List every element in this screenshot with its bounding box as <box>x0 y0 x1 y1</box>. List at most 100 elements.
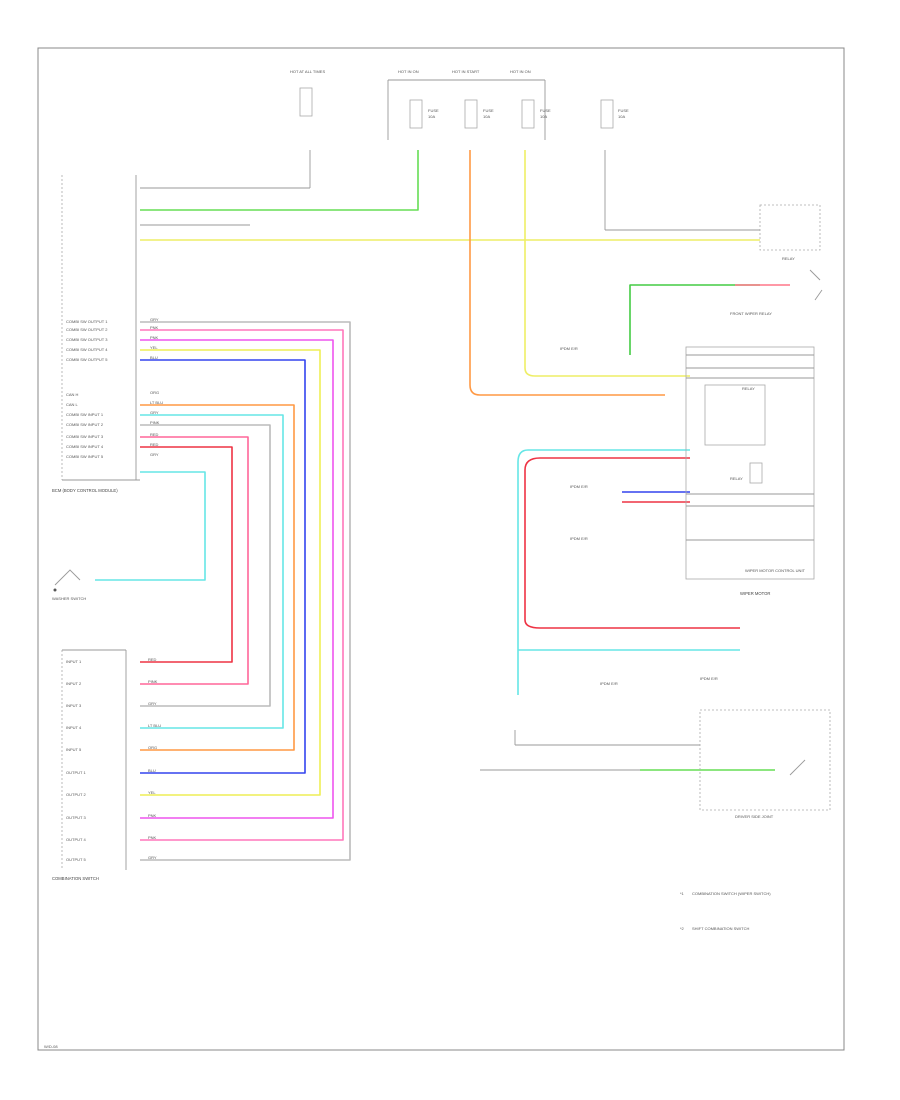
combo-row-label: OUTPUT 5 <box>66 857 86 862</box>
svg-text:10A: 10A <box>618 114 625 119</box>
top-label-1: HOT AT ALL TIMES <box>290 69 325 74</box>
svg-text:FUSE: FUSE <box>483 108 494 113</box>
combo-row-wire: PNK <box>148 813 157 818</box>
legend-b-text: SHIFT COMBINATION SWITCH <box>692 926 750 931</box>
svg-text:WIPER MOTOR CONTROL UNIT: WIPER MOTOR CONTROL UNIT <box>745 568 806 573</box>
bcm-row-wire: LT BLU <box>150 400 163 405</box>
svg-text:RELAY: RELAY <box>742 386 755 391</box>
wiper-motor-label: WIPER MOTOR <box>740 591 770 596</box>
wire-red-right <box>524 457 740 629</box>
combo-row-wire: PNK <box>148 835 157 840</box>
wire-lightblue-switch <box>95 471 206 581</box>
bcm-row-label: COMBI SW OUTPUT 3 <box>66 337 108 342</box>
combo-row-wire: ORG <box>148 745 157 750</box>
combo-row-label: OUTPUT 1 <box>66 770 86 775</box>
svg-text:RELAY: RELAY <box>782 256 795 261</box>
wire-pink-output2 <box>140 329 344 841</box>
combo-row-wire: LT BLU <box>148 723 161 728</box>
bcm-module: BCM (BODY CONTROL MODULE) <box>52 175 140 493</box>
top-label-4: HOT IN ON <box>510 69 531 74</box>
bcm-row-wire: ORG <box>150 390 159 395</box>
combo-row-label: INPUT 5 <box>66 747 82 752</box>
bcm-row-label: COMBI SW INPUT 1 <box>66 412 104 417</box>
svg-text:IPDM E/R: IPDM E/R <box>560 346 578 351</box>
combo-row-wire: RED <box>148 657 157 662</box>
signal-lines <box>140 150 760 771</box>
legend-b-marker: *2 <box>680 926 685 931</box>
diagram-frame <box>37 47 845 1051</box>
wire-bundle <box>95 150 790 861</box>
bcm-row-label: COMBI SW INPUT 4 <box>66 444 104 449</box>
top-label-3: HOT IN START <box>452 69 480 74</box>
combo-row-label: INPUT 2 <box>66 681 82 686</box>
wire-gray-output1 <box>140 321 351 861</box>
svg-text:10A: 10A <box>540 114 547 119</box>
svg-text:10A: 10A <box>483 114 490 119</box>
wire-green-right <box>629 284 760 355</box>
bcm-row-wire: GRY <box>150 452 159 457</box>
svg-text:10A: 10A <box>428 114 435 119</box>
top-right-components: RELAY FRONT WIPER RELAY <box>730 204 823 316</box>
bcm-row-label: COMBI SW INPUT 3 <box>66 434 104 439</box>
bcm-row-wire: GRY <box>150 410 159 415</box>
svg-text:RELAY: RELAY <box>730 476 743 481</box>
combo-row-wire: YEL <box>148 790 156 795</box>
combo-row-label: INPUT 1 <box>66 659 82 664</box>
svg-text:IPDM E/R: IPDM E/R <box>700 676 718 681</box>
front-wiper-relay-label: FRONT WIPER RELAY <box>730 311 772 316</box>
bcm-row-label: COMBI SW INPUT 5 <box>66 454 104 459</box>
combo-row-wire: BLU <box>148 768 156 773</box>
combo-row-wire: GRY <box>148 701 157 706</box>
combo-row-label: INPUT 4 <box>66 725 82 730</box>
wire-lightblue-right <box>517 449 690 695</box>
combination-switch: COMBINATION SWITCH <box>52 649 127 881</box>
legend-a-text: COMBINATION SWITCH (WIPER SWITCH) <box>692 891 771 896</box>
bcm-row-label: COMBI SW INPUT 2 <box>66 422 104 427</box>
combo-row-label: OUTPUT 2 <box>66 792 86 797</box>
wiper-motor-control-unit: RELAY RELAY WIPER MOTOR CONTROL UNIT WIP… <box>685 346 815 596</box>
combo-row-label: OUTPUT 4 <box>66 837 86 842</box>
svg-text:IPDM E/R: IPDM E/R <box>570 536 588 541</box>
wire-magenta-output3 <box>140 339 334 819</box>
legend-a-marker: *1 <box>680 891 685 896</box>
wire-blue-output5 <box>140 359 306 774</box>
bcm-row-label: COMBI SW OUTPUT 5 <box>66 357 108 362</box>
top-label-2: HOT IN ON <box>398 69 419 74</box>
wire-orange-vertical <box>469 150 665 396</box>
driver-side-joint: DRIVER SIDE JOINT <box>699 709 831 819</box>
bcm-row-wire: RED <box>150 442 159 447</box>
wire-gray-input3 <box>140 424 271 707</box>
combo-row-group: INPUT 1 RED INPUT 2 PINK INPUT 3 GRY INPUT 4 LT… <box>66 657 161 862</box>
wire-pink-input2 <box>140 436 249 685</box>
bcm-label: BCM (BODY CONTROL MODULE) <box>52 488 118 493</box>
bcm-row-label: COMBI SW OUTPUT 4 <box>66 347 108 352</box>
bcm-row-wire: PNK <box>150 325 159 330</box>
power-source-labels: HOT AT ALL TIMES HOT IN ON HOT IN START … <box>290 69 546 140</box>
combo-row-label: INPUT 3 <box>66 703 82 708</box>
svg-text:FUSE: FUSE <box>428 108 439 113</box>
bcm-row-label: CAN L <box>66 402 79 407</box>
bcm-row-wire: YEL <box>150 345 158 350</box>
wire-yellow-output4 <box>140 349 321 796</box>
combo-row-wire: PINK <box>148 679 158 684</box>
wire-lightblue-input4 <box>140 414 284 729</box>
svg-text:DRIVER SIDE JOINT: DRIVER SIDE JOINT <box>735 814 774 819</box>
svg-text:FUSE: FUSE <box>618 108 629 113</box>
bcm-row-wire: GRY <box>150 317 159 322</box>
legend: *1 COMBINATION SWITCH (WIPER SWITCH) *2 … <box>680 891 771 931</box>
combination-switch-label: COMBINATION SWITCH <box>52 876 99 881</box>
bcm-row-wire: BLU <box>150 355 158 360</box>
svg-text:IPDM E/R: IPDM E/R <box>570 484 588 489</box>
bcm-row-label: COMBI SW OUTPUT 1 <box>66 319 108 324</box>
fuse-block: FUSE 10A FUSE 10A FUSE 10A FUSE 10A <box>299 87 629 129</box>
bcm-row-wire: PINK <box>150 420 160 425</box>
bcm-row-wire: PNK <box>150 335 159 340</box>
combo-row-label: OUTPUT 3 <box>66 815 86 820</box>
combo-row-wire: GRY <box>148 855 157 860</box>
washer-switch: WASHER SWITCH <box>52 569 86 601</box>
wire-orange-input5 <box>140 404 295 751</box>
ipdm-labels: IPDM E/R IPDM E/R IPDM E/R IPDM E/R IPDM… <box>560 346 718 686</box>
bcm-row-label: CAN H <box>66 392 79 397</box>
page-code: W/D-08 <box>44 1044 58 1049</box>
